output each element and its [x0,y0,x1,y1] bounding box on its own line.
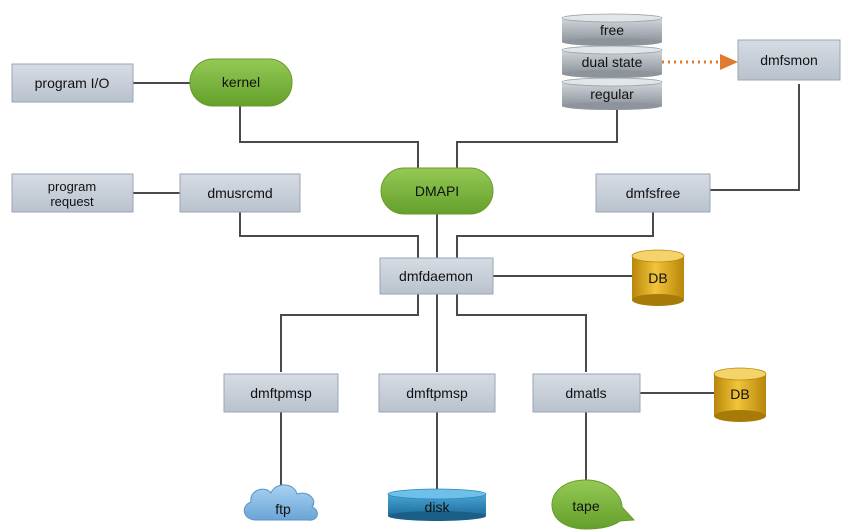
kernel-node[interactable]: kernel [189,58,293,107]
dmapi-label: DMAPI [415,183,459,199]
dmfsfree-label: dmfsfree [626,185,681,201]
db-bottom-cylinder[interactable]: DB [713,367,767,422]
dmatls-label: dmatls [565,385,606,401]
link-dmfdaemon-dmatls [456,294,587,372]
link-dmfdaemon-dmftpmsp-left [280,294,419,372]
tape-reel[interactable]: tape [551,479,636,530]
dmftpmsp-left-node[interactable]: dmftpmsp [223,373,339,413]
program-request-label-line1: program [48,179,96,194]
db-bottom-label: DB [730,386,749,402]
stack-regular-label: regular [590,86,634,102]
dmfsfree-node[interactable]: dmfsfree [595,173,711,213]
dmfdaemon-label: dmfdaemon [399,268,473,284]
dmfdaemon-node[interactable]: dmfdaemon [379,257,494,295]
program-io-label: program I/O [35,75,110,91]
dmfsmon-label: dmfsmon [760,52,818,68]
disk-stack: free dual state regular [561,13,663,110]
stack-dual-state-label: dual state [582,54,643,70]
dual-state-arrow [662,54,738,70]
kernel-label: kernel [222,74,260,90]
link-dmfsfree-dmfdaemon [456,212,654,258]
program-request-label-line2: request [50,194,94,209]
tape-label: tape [572,498,599,514]
program-io-node[interactable]: program I/O [11,63,134,103]
stack-regular[interactable]: regular [561,77,663,110]
dmftpmsp-mid-label: dmftpmsp [406,385,468,401]
db-top-label: DB [648,270,667,286]
dmftpmsp-left-label: dmftpmsp [250,385,312,401]
db-top-cylinder[interactable]: DB [631,249,685,306]
link-dmusrcmd-dmfdaemon [239,212,419,258]
dmusrcmd-node[interactable]: dmusrcmd [179,173,301,213]
stack-dual-state[interactable]: dual state [561,45,663,78]
dmusrcmd-label: dmusrcmd [207,185,272,201]
dmftpmsp-mid-node[interactable]: dmftpmsp [378,373,496,413]
dmatls-node[interactable]: dmatls [532,373,641,413]
connectors [133,82,800,490]
dmfsmon-node[interactable]: dmfsmon [737,39,841,81]
ftp-cloud[interactable]: ftp [243,484,318,521]
stack-free[interactable]: free [561,13,663,46]
link-dmfsmon-dmfsfree [710,84,800,191]
link-regular-dmapi [456,106,618,168]
ftp-label: ftp [275,501,291,517]
link-kernel-dmapi [239,106,419,168]
program-request-node[interactable]: program request [11,173,134,213]
dmapi-node[interactable]: DMAPI [380,167,494,215]
stack-free-label: free [600,22,624,38]
disk-label: disk [425,499,451,515]
disk-cylinder[interactable]: disk [387,488,487,521]
